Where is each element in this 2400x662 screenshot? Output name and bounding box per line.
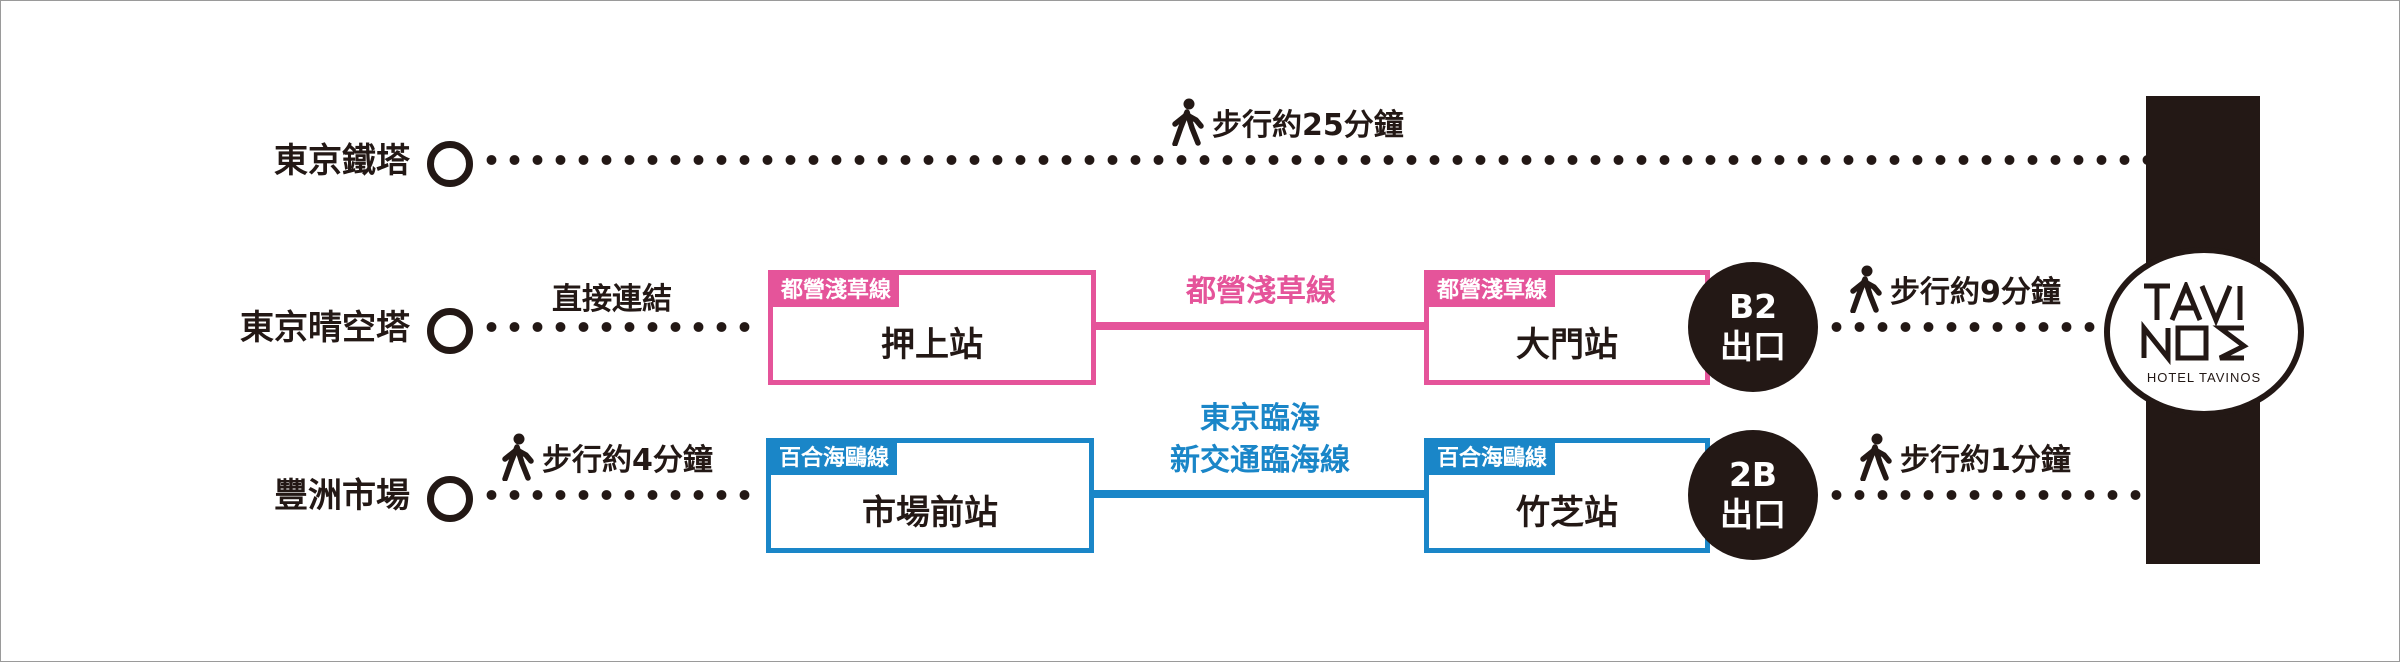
yurikamome-line-label-1: 東京臨海 [1200,401,1320,436]
walking-route-dots [1825,490,2146,500]
station-line-tag: 都營淺草線 [773,275,900,307]
connection-route-dots [480,322,758,332]
exit-label: 出口 [1720,327,1786,366]
station-daimon: 都營淺草線 大門站 [1424,270,1710,385]
walk-time-takeshiba: 步行約1分鐘 [1858,433,2071,481]
walk-time-daimon: 步行約9分鐘 [1848,265,2061,313]
exit-badge-2b: 2B 出口 [1688,430,1818,560]
asakusa-line-label: 都營淺草線 [1186,274,1336,309]
station-takeshiba: 百合海鷗線 竹芝站 [1424,438,1710,553]
station-name: 竹芝站 [1516,493,1618,533]
walking-person-icon [1860,433,1892,481]
exit-badge-b2: B2 出口 [1688,262,1818,392]
walk-time-shijomae: 步行約4分鐘 [500,433,713,481]
destination-marker [427,476,473,522]
tavinos-logo-mark [2141,282,2249,366]
exit-code: B2 [1728,287,1778,326]
walk-time-label: 步行約1分鐘 [1900,443,2071,478]
walk-time-tokyo-tower: 步行約25分鐘 [1170,98,1404,146]
station-line-tag: 百合海鷗線 [1429,443,1556,475]
walking-route-dots [480,490,758,500]
station-line-tag: 都營淺草線 [1429,275,1556,307]
destination-marker [427,141,473,187]
asakusa-line-connector [1096,322,1426,330]
walking-route-dots [480,155,2146,165]
direct-connection-label: 直接連結 [552,282,672,317]
exit-label: 出口 [1720,495,1786,534]
walk-time-label: 步行約25分鐘 [1212,108,1404,143]
yurikamome-line-label-2: 新交通臨海線 [1170,443,1350,478]
walking-route-dots [1825,322,2121,332]
station-shijomae: 百合海鷗線 市場前站 [766,438,1094,553]
walk-time-label: 步行約9分鐘 [1890,275,2061,310]
walk-time-label: 步行約4分鐘 [542,443,713,478]
walking-person-icon [502,433,534,481]
walking-person-icon [1850,265,1882,313]
station-line-tag: 百合海鷗線 [771,443,898,475]
destination-tokyo-tower: 東京鐵塔 [274,141,410,181]
destination-tokyo-skytree: 東京晴空塔 [240,308,410,348]
walking-person-icon [1172,98,1204,146]
yurikamome-line-connector [1094,490,1426,498]
station-oshiage: 都營淺草線 押上站 [768,270,1096,385]
station-name: 大門站 [1516,325,1618,365]
hotel-name: HOTEL TAVINOS [2146,370,2262,385]
exit-code: 2B [1728,455,1778,494]
destination-marker [427,308,473,354]
station-name: 押上站 [881,325,983,365]
destination-toyosu-market: 豐洲市場 [274,476,410,516]
station-name: 市場前站 [862,493,998,533]
